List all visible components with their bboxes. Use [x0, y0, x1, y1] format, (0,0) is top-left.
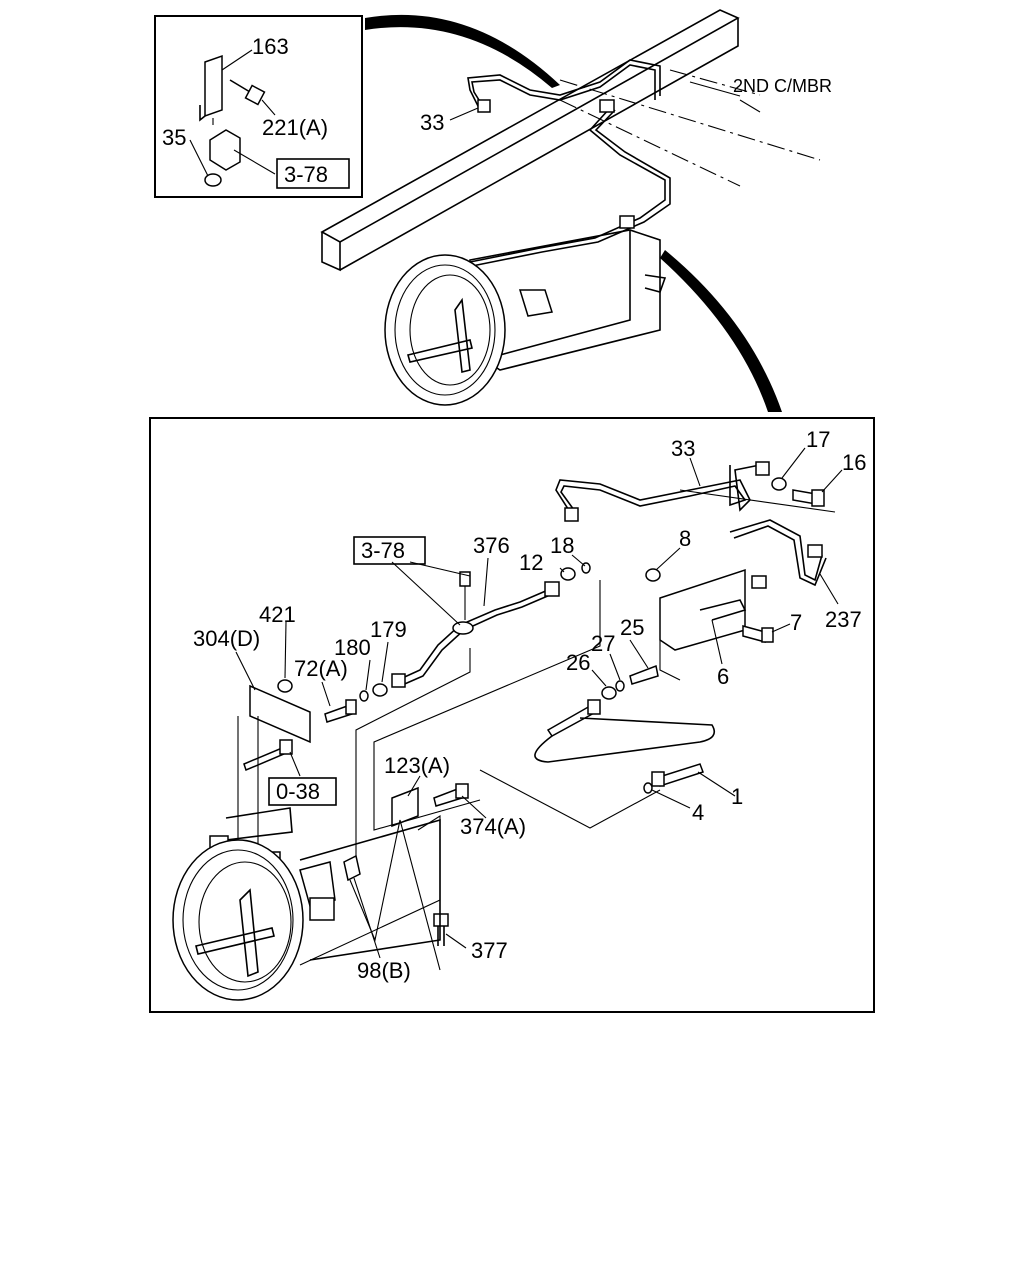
detail-label-374a: 374(A) — [460, 814, 526, 839]
detail-label-26: 26 — [566, 650, 590, 675]
detail-label-18: 18 — [550, 533, 574, 558]
detail-label-6: 6 — [717, 664, 729, 689]
detail-label-376: 376 — [473, 533, 510, 558]
detail-label-12: 12 — [519, 550, 543, 575]
detail-drawing — [172, 447, 843, 1001]
inset-label-163: 163 — [252, 34, 289, 59]
detail-label-180: 180 — [334, 635, 371, 660]
detail-label-304d: 304(D) — [193, 626, 260, 651]
detail-label-25: 25 — [620, 615, 644, 640]
inset-label-35: 35 — [162, 125, 186, 150]
detail-label-123a: 123(A) — [384, 753, 450, 778]
detail-label-98b: 98(B) — [357, 958, 411, 983]
overview-label-33: 33 — [420, 110, 444, 135]
detail-frame — [149, 417, 875, 1013]
inset-detail — [154, 15, 363, 198]
callout-arc-bottom — [660, 250, 782, 412]
callout-arc-top — [365, 14, 560, 88]
detail-label-72a: 72(A) — [294, 656, 348, 681]
detail-label-377: 377 — [471, 938, 508, 963]
detail-label-1: 1 — [731, 784, 743, 809]
detail-ref-0-38: 0-38 — [276, 779, 320, 804]
overview-label-crossmember: 2ND C/MBR — [733, 76, 832, 96]
detail-label-421: 421 — [259, 602, 296, 627]
detail-label-237: 237 — [825, 607, 862, 632]
detail-label-27: 27 — [591, 631, 615, 656]
detail-ref-3-78: 3-78 — [361, 538, 405, 563]
detail-label-4: 4 — [692, 800, 704, 825]
inset-label-221a: 221(A) — [262, 115, 328, 140]
overview-drawing — [320, 9, 821, 406]
detail-label-16: 16 — [842, 450, 866, 475]
detail-label-8: 8 — [679, 526, 691, 551]
inset-ref-3-78: 3-78 — [284, 162, 328, 187]
detail-label-33: 33 — [671, 436, 695, 461]
detail-label-179: 179 — [370, 617, 407, 642]
detail-label-17: 17 — [806, 427, 830, 452]
detail-label-7: 7 — [790, 610, 802, 635]
